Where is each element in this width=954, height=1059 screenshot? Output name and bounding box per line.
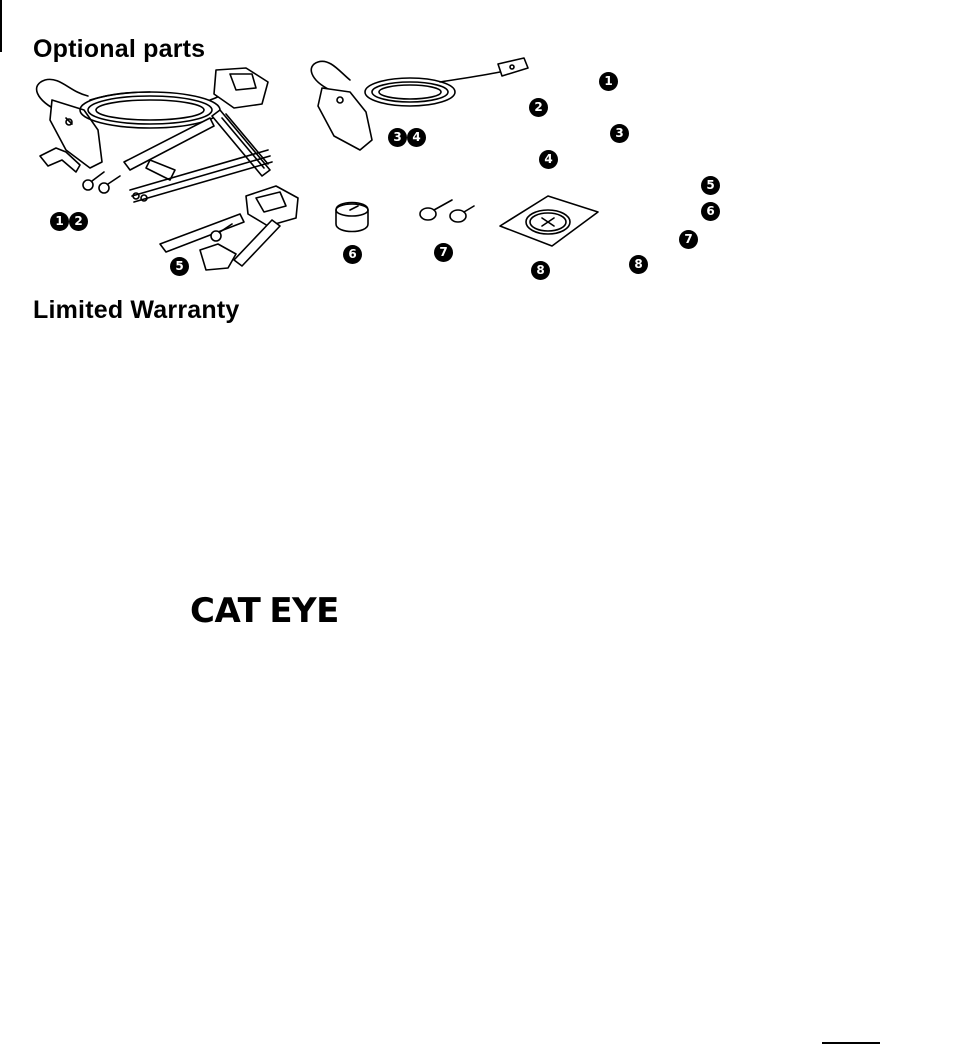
- optional-parts-illustration: [35, 57, 599, 271]
- callout-5: 5: [170, 257, 189, 276]
- bracket-illustration: [159, 185, 299, 271]
- legend-4: 4: [539, 150, 558, 169]
- speed-sensor-kit-illustration: [35, 67, 273, 203]
- footer-rule: [822, 1042, 880, 1044]
- legend-8: 8: [629, 255, 648, 274]
- legend-6: 6: [701, 202, 720, 221]
- callout-7: 7: [434, 243, 453, 262]
- legend-7: 7: [679, 230, 698, 249]
- legend-1: 1: [599, 72, 618, 91]
- callout-4: 4: [407, 128, 426, 147]
- callout-2: 2: [69, 212, 88, 231]
- wheel-magnet-illustration: [335, 201, 369, 233]
- callout-8: 8: [531, 261, 550, 280]
- legend-5: 5: [701, 176, 720, 195]
- cadence-sensor-cable-illustration: [310, 57, 529, 151]
- logo-part-2: EYE: [269, 591, 339, 631]
- legend-3: 3: [610, 124, 629, 143]
- limited-warranty-heading: Limited Warranty: [33, 296, 240, 324]
- battery-card-illustration: [499, 195, 599, 247]
- logo-part-1: CAT: [190, 591, 261, 631]
- legend-2: 2: [529, 98, 548, 117]
- thumb-screws-illustration: [419, 199, 475, 223]
- optional-parts-heading: Optional parts: [33, 35, 206, 63]
- callout-1: 1: [50, 212, 69, 231]
- callout-3: 3: [388, 128, 407, 147]
- page-edge-rule: [0, 0, 2, 52]
- callout-6: 6: [343, 245, 362, 264]
